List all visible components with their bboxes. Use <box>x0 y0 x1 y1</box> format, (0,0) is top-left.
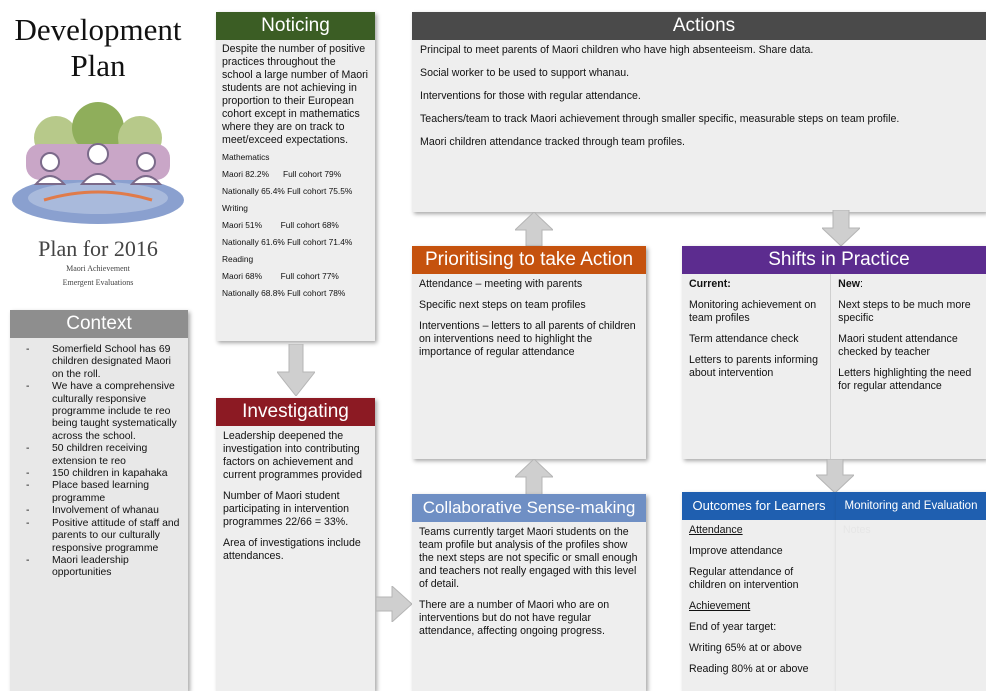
outcome-heading-attendance: Attendance <box>689 524 743 536</box>
title-line2: Plan <box>70 48 126 83</box>
stat-line: Maori 51% Full cohort 68% <box>222 220 339 230</box>
school-logo <box>12 102 184 224</box>
outcome-line: Reading 80% at or above <box>689 663 809 675</box>
noticing-stats: Mathematics Maori 82.2% Full cohort 79% … <box>222 152 369 299</box>
monitoring-notes: Notes <box>843 524 871 536</box>
collab-panel: Collaborative Sense-making Teams current… <box>412 494 646 691</box>
new-item: Maori student attendance checked by teac… <box>838 333 958 358</box>
monitoring-heading: Monitoring and Evaluation <box>836 492 986 520</box>
investigating-para: Area of investigations include attendanc… <box>223 537 361 562</box>
noticing-panel: Noticing Despite the number of positive … <box>216 12 375 341</box>
context-item: We have a comprehensive culturally respo… <box>26 381 182 443</box>
investigating-panel: Investigating Leadership deepened the in… <box>216 398 375 691</box>
arrow-down-icon <box>277 344 315 396</box>
outcome-line: Improve attendance <box>689 545 783 557</box>
priority-item: Interventions – letters to all parents o… <box>419 320 636 358</box>
context-item: Involvement of whanau <box>26 505 182 518</box>
collab-para: There are a number of Maori who are on i… <box>419 599 610 637</box>
plan-sub1: Maori Achievement <box>66 264 130 273</box>
context-item: Place based learning programme <box>26 480 182 505</box>
monitoring-panel: Monitoring and Evaluation Notes <box>836 492 986 691</box>
plan-year: Plan for 2016 <box>38 236 158 261</box>
investigating-body: Leadership deepened the investigation in… <box>216 426 375 575</box>
arrow-up-icon <box>515 459 553 495</box>
plan-sub2: Emergent Evaluations <box>62 278 134 287</box>
new-item: Letters highlighting the need for regula… <box>838 367 972 392</box>
actions-panel: Actions Principal to meet parents of Mao… <box>412 12 986 212</box>
stat-line: Mathematics <box>222 152 270 162</box>
prioritising-body: Attendance – meeting with parents Specif… <box>412 274 646 371</box>
priority-item: Attendance – meeting with parents <box>419 278 583 290</box>
outcomes-heading: Outcomes for Learners <box>682 492 836 520</box>
new-label: New: <box>838 278 863 290</box>
actions-body: Principal to meet parents of Maori child… <box>412 40 986 161</box>
action-item: Maori children attendance tracked throug… <box>420 136 685 148</box>
noticing-intro: Despite the number of positive practices… <box>222 43 369 146</box>
action-item: Principal to meet parents of Maori child… <box>420 44 814 56</box>
context-panel: Context Somerfield School has 69 childre… <box>10 310 188 691</box>
prioritising-heading: Prioritising to take Action <box>412 246 646 274</box>
stat-line: Nationally 68.8% Full cohort 78% <box>222 288 346 298</box>
context-item: 50 children receiving extension te reo <box>26 443 182 468</box>
outcomes-body: Attendance Improve attendance Regular at… <box>682 520 836 688</box>
collab-body: Teams currently target Maori students on… <box>412 522 646 650</box>
stat-line: Nationally 61.6% Full cohort 71.4% <box>222 237 353 247</box>
context-list: Somerfield School has 69 children design… <box>10 338 188 580</box>
title-block: Development Plan <box>0 12 196 84</box>
outcome-line: End of year target: <box>689 621 777 633</box>
context-item: Positive attitude of staff and parents t… <box>26 518 182 555</box>
plan-info: Plan for 2016 Maori Achievement Emergent… <box>0 236 196 290</box>
arrow-right-icon <box>376 586 412 622</box>
shifts-current-col: Current: Monitoring achievement on team … <box>682 274 832 459</box>
current-item: Letters to parents informing about inter… <box>689 354 818 379</box>
action-item: Teachers/team to track Maori achievement… <box>420 113 900 125</box>
outcomes-panel: Outcomes for Learners Attendance Improve… <box>682 492 836 691</box>
action-item: Interventions for those with regular att… <box>420 90 641 102</box>
stat-line: Maori 68% Full cohort 77% <box>222 271 339 281</box>
monitoring-body: Notes <box>836 520 986 549</box>
action-item: Social worker to be used to support whan… <box>420 67 630 79</box>
current-item: Term attendance check <box>689 333 799 345</box>
context-heading: Context <box>10 310 188 338</box>
stat-line: Reading <box>222 254 254 264</box>
noticing-body: Despite the number of positive practices… <box>216 40 375 308</box>
arrow-down-icon <box>816 459 854 493</box>
shifts-new-col: New: Next steps to be much more specific… <box>831 274 986 459</box>
noticing-heading: Noticing <box>216 12 375 40</box>
shifts-columns: Current: Monitoring achievement on team … <box>682 274 986 459</box>
new-item: Next steps to be much more specific <box>838 299 971 324</box>
shifts-heading: Shifts in Practice <box>682 246 986 274</box>
context-item: Maori leadership opportunities <box>26 555 182 580</box>
stat-line: Maori 82.2% Full cohort 79% <box>222 169 342 179</box>
outcome-heading-achievement: Achievement <box>689 600 751 612</box>
outcome-line: Regular attendance of children on interv… <box>689 566 799 591</box>
current-item: Monitoring achievement on team profiles <box>689 299 817 324</box>
collab-para: Teams currently target Maori students on… <box>419 526 638 590</box>
current-label: Current: <box>689 278 731 290</box>
priority-item: Specific next steps on team profiles <box>419 299 586 311</box>
stat-line: Nationally 65.4% Full cohort 75.5% <box>222 186 353 196</box>
arrow-up-icon <box>515 212 553 246</box>
shifts-panel: Shifts in Practice Current: Monitoring a… <box>682 246 986 459</box>
stat-line: Writing <box>222 203 248 213</box>
context-item: Somerfield School has 69 children design… <box>26 344 182 381</box>
investigating-para: Number of Maori student participating in… <box>223 490 350 528</box>
investigating-para: Leadership deepened the investigation in… <box>223 430 362 481</box>
actions-heading: Actions <box>412 12 986 40</box>
title-line1: Development <box>14 12 182 47</box>
outcome-line: Writing 65% at or above <box>689 642 802 654</box>
investigating-heading: Investigating <box>216 398 375 426</box>
arrow-down-icon <box>822 210 860 246</box>
prioritising-panel: Prioritising to take Action Attendance –… <box>412 246 646 459</box>
context-item: 150 children in kapahaka <box>26 468 182 481</box>
collab-heading: Collaborative Sense-making <box>412 494 646 522</box>
